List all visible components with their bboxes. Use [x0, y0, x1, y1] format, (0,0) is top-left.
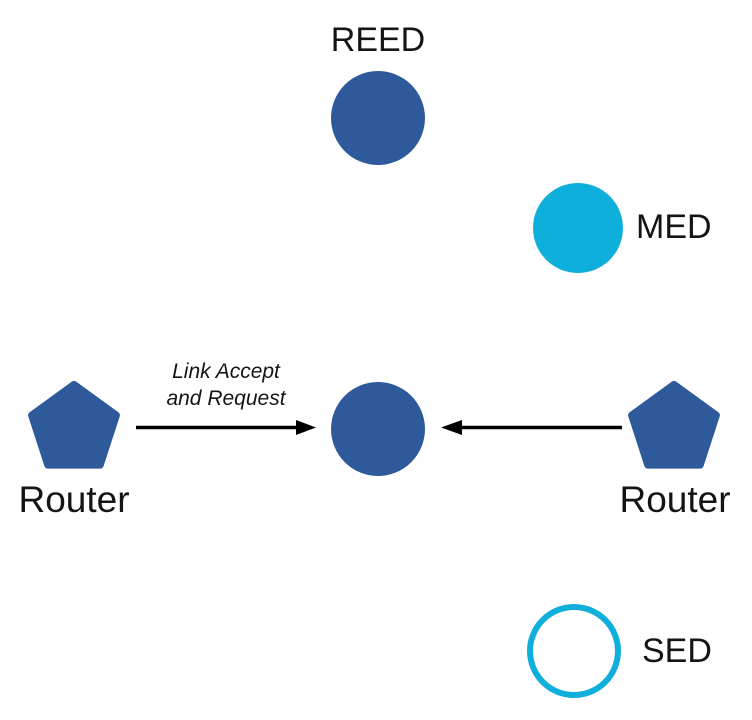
edge-label-line1: Link Accept [172, 360, 280, 383]
edge-label-line2: and Request [166, 387, 286, 410]
reed-node-label: REED [330, 21, 426, 59]
reed-node-circle [331, 71, 425, 165]
med-node-circle [533, 183, 623, 273]
sed-node-circle [527, 604, 621, 698]
sed-node-label: SED [642, 632, 712, 670]
router-right-pentagon [628, 381, 720, 469]
link-accept-request-edge-label: Link Accept and Request [166, 358, 285, 412]
right-arrowhead-icon [441, 420, 462, 435]
central-node-circle [331, 382, 425, 476]
left-arrowhead-icon [296, 420, 316, 435]
router-right-label: Router [619, 479, 731, 520]
med-node-label: MED [636, 208, 712, 246]
router-left-pentagon [28, 381, 120, 469]
router-left-label: Router [18, 479, 130, 520]
